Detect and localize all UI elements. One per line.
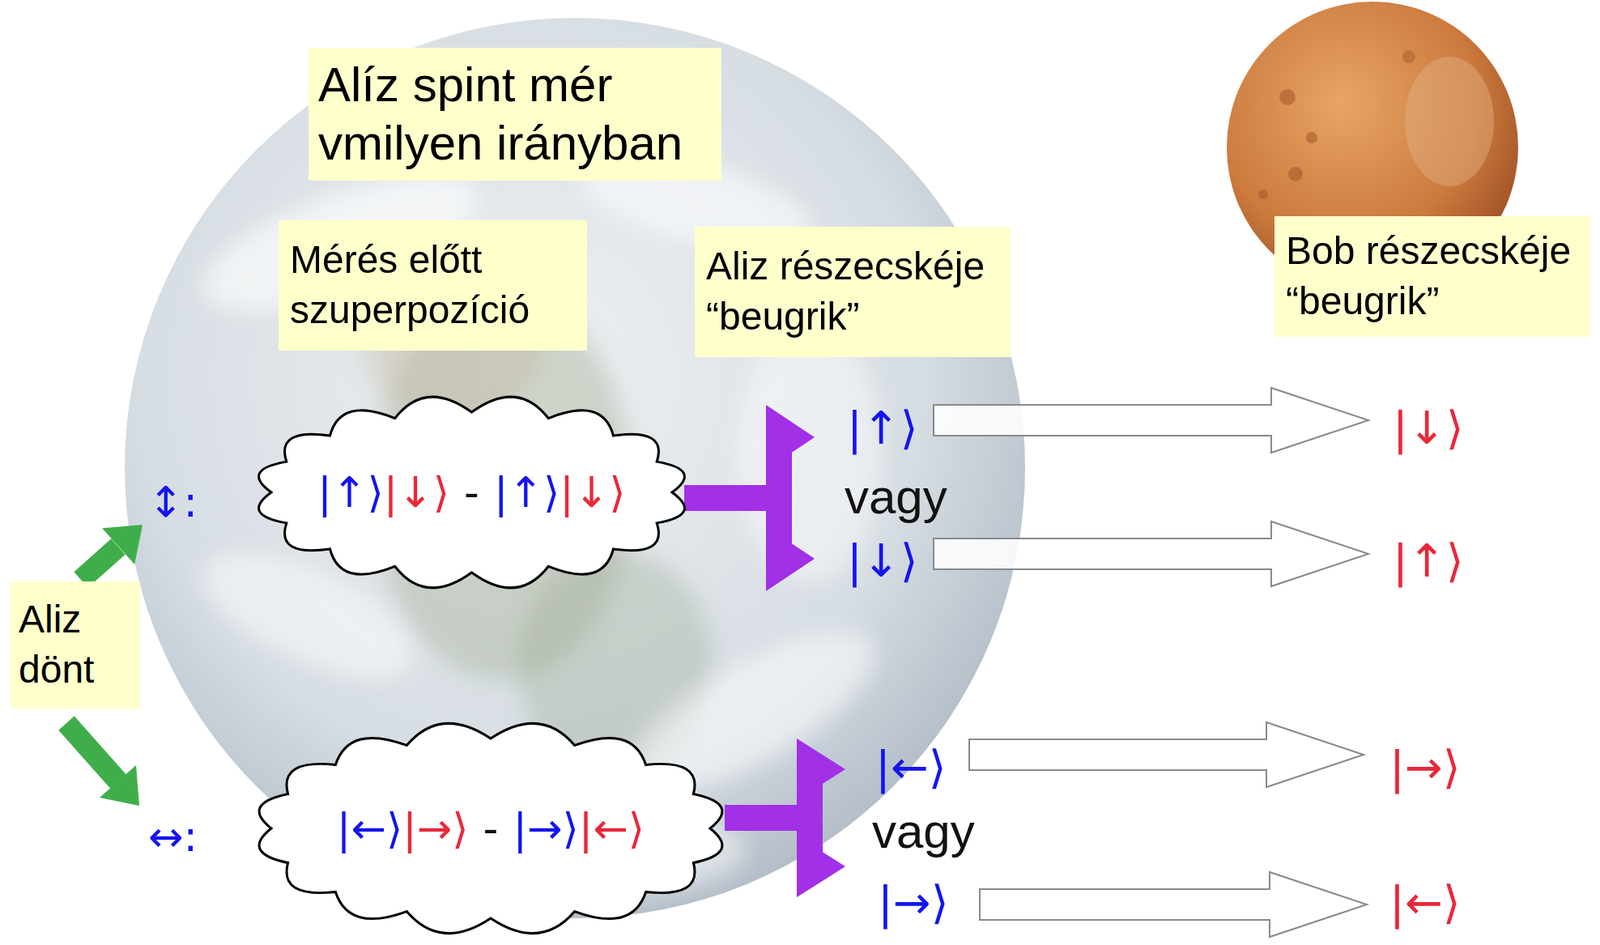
box-text: Aliz részecskéje “beugrik”	[706, 241, 1000, 343]
note-box: Mérés előtt szuperpozíció	[278, 220, 588, 351]
cloud-shape	[259, 723, 723, 933]
box-text: Bob részecskéje “beugrik”	[1285, 225, 1579, 328]
ket-label: |←⟩	[875, 740, 947, 795]
box-text: Alíz spint mér vmilyen irányban	[318, 55, 712, 173]
ket-text: |↓⟩	[383, 467, 450, 518]
ket-text: |→⟩	[512, 803, 579, 854]
box-text: Mérés előtt szuperpozíció	[289, 234, 576, 337]
ket-text: -	[483, 803, 499, 854]
note-box: Bob részecskéje “beugrik”	[1274, 216, 1591, 337]
axis-symbol: ↔:	[148, 811, 198, 862]
ket-label: |↑⟩	[1392, 533, 1464, 588]
ket-text: |↑⟩	[317, 467, 383, 518]
ket-text: |←⟩	[336, 803, 403, 854]
ket-expression: |←⟩|→⟩-|→⟩|←⟩	[251, 719, 730, 938]
ket-text: |↓⟩	[559, 467, 626, 518]
superposition-cloud: |↑⟩|↓⟩-|↑⟩|↓⟩	[251, 392, 692, 592]
ket-label: |←⟩	[1389, 875, 1461, 930]
superposition-cloud: |←⟩|→⟩-|→⟩|←⟩	[251, 719, 730, 938]
ket-text: |→⟩	[402, 803, 469, 854]
word-label: vagy	[844, 468, 948, 527]
word-label: vagy	[872, 802, 975, 861]
ket-text: |←⟩	[578, 803, 645, 854]
ket-text: -	[463, 467, 480, 518]
ket-text: |↑⟩	[493, 467, 560, 518]
ket-label: |↓⟩	[846, 533, 919, 588]
note-box: Aliz dönt	[10, 581, 141, 709]
ket-expression: |↑⟩|↓⟩-|↑⟩|↓⟩	[251, 392, 692, 592]
ket-label: |→⟩	[877, 875, 949, 930]
ket-label: |→⟩	[1389, 740, 1461, 795]
ket-label: |↑⟩	[846, 400, 919, 456]
cloud-shape	[259, 396, 686, 588]
correlation-arrow	[933, 387, 1369, 937]
note-box: Aliz részecskéje “beugrik”	[694, 226, 1011, 358]
ket-label: |↓⟩	[1392, 400, 1464, 456]
box-text: Aliz dönt	[18, 594, 132, 696]
note-box: Alíz spint mér vmilyen irányban	[308, 47, 722, 181]
axis-symbol: ↕:	[148, 476, 198, 528]
